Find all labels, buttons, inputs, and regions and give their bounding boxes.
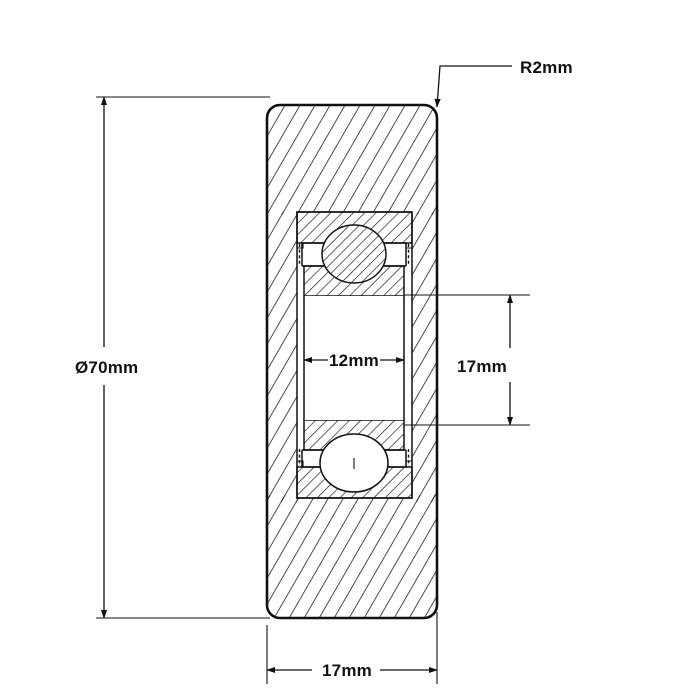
r2mm-leader-line (434, 65, 512, 108)
bw-label: 17mm (457, 357, 507, 376)
bore-label: 12mm (329, 351, 379, 370)
r2mm-label: R2mm (520, 58, 573, 77)
annotation-bearing-width: 17mm (404, 294, 530, 426)
ball-top (321, 224, 387, 284)
annotation-corner-radius: R2mm (434, 58, 573, 108)
annotation-wheel-width: 17mm (266, 612, 438, 684)
wheel-body-outline (265, 103, 439, 620)
od-label: Ø70mm (75, 358, 138, 377)
bearing-outline (296, 211, 413, 499)
ww-label: 17mm (322, 661, 372, 680)
ball-bearing-assembly (296, 211, 413, 499)
annotation-bore-diameter: 12mm (303, 351, 405, 370)
ball-bottom (319, 433, 389, 493)
annotation-outer-diameter: Ø70mm (75, 96, 270, 619)
wheel-body-hatching (267, 105, 437, 618)
